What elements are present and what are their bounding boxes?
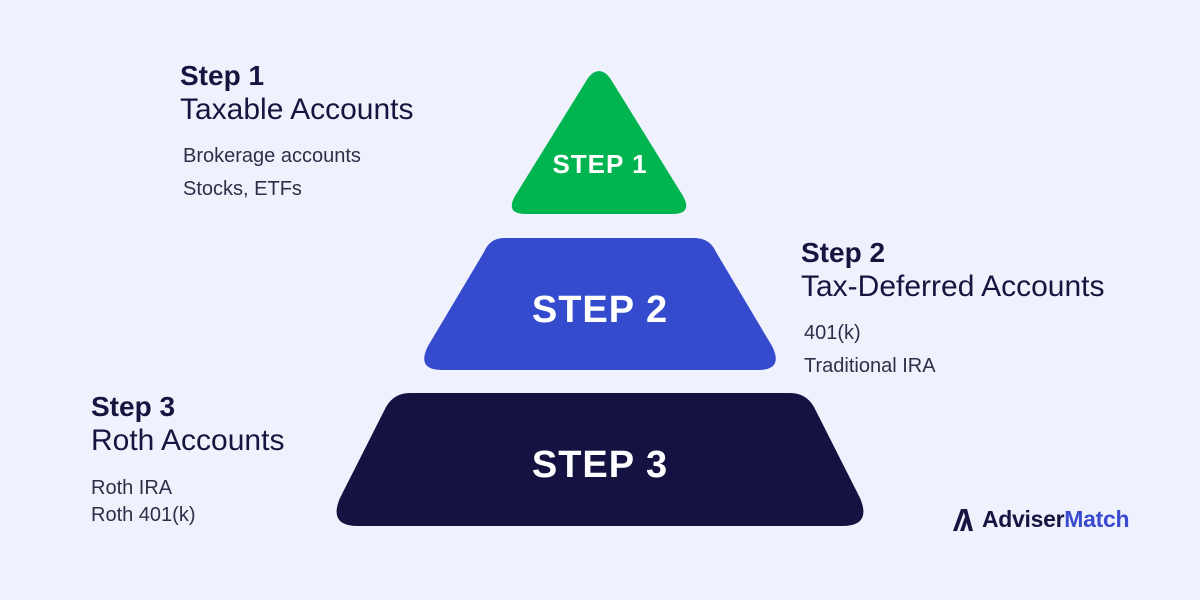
step-2-items: 401(k) Traditional IRA — [801, 317, 1104, 383]
step-1-block: Step 1 Taxable Accounts Brokerage accoun… — [180, 60, 413, 206]
step-3-title: Roth Accounts — [91, 424, 285, 457]
adviser-match-logo: AdviserMatch — [952, 506, 1130, 533]
step-3-heading: Step 3 — [91, 391, 176, 422]
step-1-heading: Step 1 — [180, 60, 265, 91]
step-3-block: Step 3 Roth Accounts Roth IRA Roth 401(k… — [91, 391, 284, 529]
list-item: Roth 401(k) — [91, 504, 196, 526]
list-item: Roth IRA — [91, 477, 173, 499]
step-1-title: Taxable Accounts — [180, 93, 414, 126]
list-item: 401(k) — [804, 322, 861, 344]
step-1-items: Brokerage accounts Stocks, ETFs — [180, 140, 413, 206]
pyramid-tier-step-2 — [424, 238, 776, 370]
step-2-block: Step 2 Tax-Deferred Accounts 401(k) Trad… — [801, 237, 1104, 383]
pyramid-tier-step-1-label: STEP 1 — [552, 149, 647, 179]
step-2-title: Tax-Deferred Accounts — [801, 270, 1105, 303]
logo-wordmark: AdviserMatch — [982, 506, 1130, 533]
list-item: Traditional IRA — [804, 355, 936, 377]
pyramid-tier-step-3 — [336, 393, 864, 526]
pyramid-tier-step-2-label: STEP 2 — [532, 289, 668, 331]
pyramid-tier-step-3-label: STEP 3 — [532, 444, 668, 486]
logo-brand-part2: Match — [1064, 506, 1130, 532]
step-2-heading: Step 2 — [801, 237, 886, 268]
pyramid-tier-step-1 — [511, 71, 687, 214]
step-3-items: Roth IRA Roth 401(k) — [91, 475, 284, 529]
logo-brand-part1: Adviser — [982, 506, 1065, 532]
list-item: Stocks, ETFs — [183, 178, 302, 200]
adviser-match-logo-icon — [953, 508, 973, 531]
list-item: Brokerage accounts — [183, 145, 361, 167]
